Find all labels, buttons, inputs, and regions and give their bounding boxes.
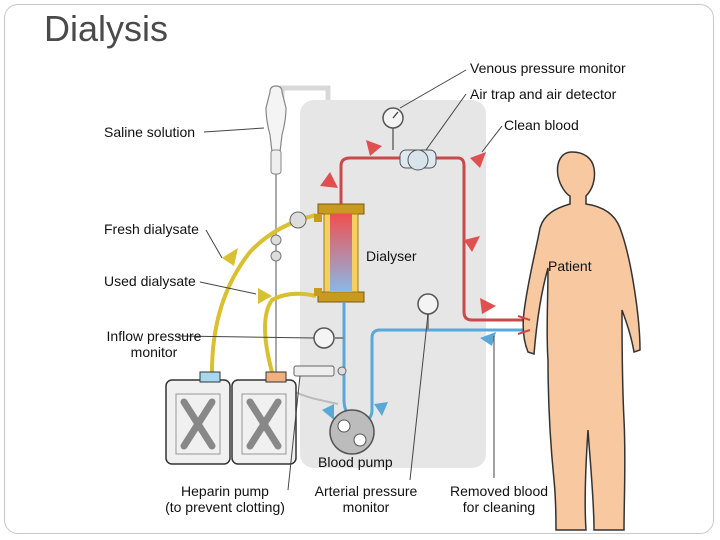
patient-silhouette xyxy=(522,151,641,531)
leader-inflow xyxy=(177,335,315,339)
label-saline-solution: Saline solution xyxy=(104,124,196,140)
leader-lines xyxy=(177,69,503,491)
label-blood-pump: Blood pump xyxy=(318,454,393,470)
label-air-trap: Air trap and air detector xyxy=(470,86,617,102)
saline-clamp xyxy=(270,234,282,246)
leader-arterial xyxy=(409,313,429,481)
air-detector xyxy=(407,149,429,171)
venous-gauge-needle xyxy=(392,111,399,119)
fresh-dialysate-arrow xyxy=(222,248,238,266)
saline-drip-chamber xyxy=(270,149,282,175)
blood-pump-roller-2 xyxy=(353,433,367,447)
saline-clamp-2 xyxy=(270,250,282,262)
clean-blood-arrow-3 xyxy=(470,152,486,168)
fresh-dialysate-canister xyxy=(165,371,231,465)
leader-saline xyxy=(203,127,265,133)
leader-venous xyxy=(399,69,467,109)
slide-title: Dialysis xyxy=(44,8,169,49)
label-removed-blood: Removed blood for cleaning xyxy=(449,483,549,515)
label-used-dialysate: Used dialysate xyxy=(104,273,196,289)
dialyser-port-bottom xyxy=(314,288,322,296)
used-dialysate-line xyxy=(263,291,317,373)
saline-hanger xyxy=(279,85,331,100)
heparin-connector xyxy=(337,366,347,376)
removed-blood-arrow-2 xyxy=(374,402,388,416)
needle-site xyxy=(517,315,531,335)
machine-panel xyxy=(300,100,486,468)
removed-blood-arrow-3 xyxy=(322,404,334,420)
clean-blood-line xyxy=(339,156,524,322)
dialyser-cap-top xyxy=(317,203,365,215)
label-patient: Patient xyxy=(548,258,592,274)
blood-pump-roller-1 xyxy=(337,419,351,433)
blood-pump xyxy=(329,409,375,455)
label-heparin-pump: Heparin pump (to prevent clotting) xyxy=(165,483,285,515)
dialysate-valve xyxy=(289,211,307,229)
dialyser-port-top xyxy=(314,214,322,222)
used-dialysate-arrow xyxy=(258,288,272,304)
used-dialysate-canister xyxy=(231,371,297,465)
label-fresh-dialysate: Fresh dialysate xyxy=(104,221,199,237)
fresh-dialysate-line xyxy=(210,213,317,373)
clean-blood-arrow-1 xyxy=(320,172,338,188)
removed-blood-arrow-1 xyxy=(480,332,496,346)
label-inflow-pressure-monitor: Inflow pressure monitor xyxy=(106,328,202,360)
clean-blood-arrow-2 xyxy=(366,140,382,156)
leader-cleanblood xyxy=(481,125,503,153)
leader-heparin xyxy=(287,375,301,491)
arterial-pressure-gauge xyxy=(417,293,439,315)
dialyser-core xyxy=(330,214,352,292)
label-venous-pressure-monitor: Venous pressure monitor xyxy=(470,60,626,76)
dialyser-cap-bottom xyxy=(317,291,365,303)
clean-blood-arrow-4 xyxy=(464,236,480,252)
heparin-syringe xyxy=(293,365,335,377)
leader-used xyxy=(199,281,257,295)
leader-fresh xyxy=(205,229,223,259)
label-dialyser: Dialyser xyxy=(366,248,417,264)
label-clean-blood: Clean blood xyxy=(504,117,579,133)
saline-bag xyxy=(265,85,287,153)
label-arterial-pressure-monitor: Arterial pressure monitor xyxy=(314,483,418,515)
leader-airtrap xyxy=(425,93,467,151)
inflow-pressure-gauge xyxy=(313,327,335,349)
clean-blood-arrow-5 xyxy=(480,298,496,314)
